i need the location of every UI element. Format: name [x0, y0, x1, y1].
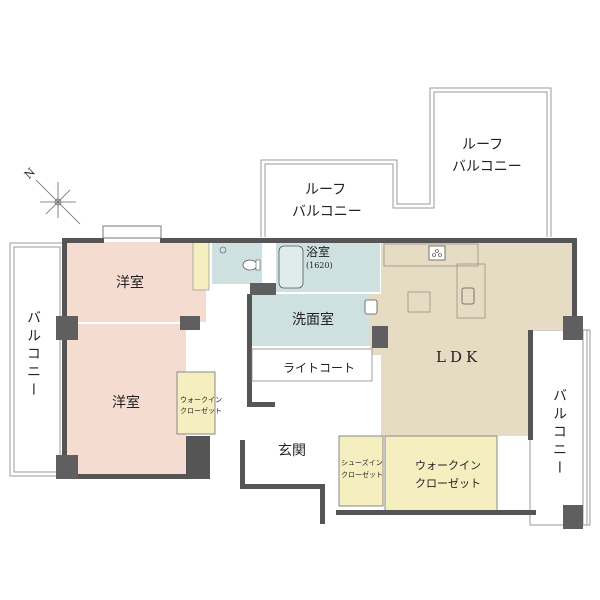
walk-in-closet-large-line1: ウォークイン — [415, 459, 481, 472]
walk-in-closet-large — [384, 435, 498, 515]
roof-balcony-right-line2: バルコニー — [452, 159, 522, 175]
stove-icon — [428, 245, 446, 261]
roof-balcony-outlines — [260, 87, 552, 237]
walls — [62, 238, 577, 524]
shoes-in-closet-line1: シューズイン — [341, 459, 383, 467]
roof-balcony-center-line1: ルーフ — [305, 182, 347, 198]
ldk — [370, 242, 572, 436]
kitchen-counters — [383, 243, 486, 319]
shoes-in-closet — [338, 435, 384, 507]
bathtub-icon — [278, 245, 304, 289]
pillars — [56, 283, 583, 529]
entrance-label: 玄関 — [278, 443, 306, 459]
roof-balcony-center-line2: バルコニー — [292, 204, 362, 220]
toilet-icon — [219, 246, 261, 271]
balcony-right-label: バルコニー — [551, 388, 567, 478]
balcony-left — [9, 242, 65, 477]
washroom-label: 洗面室 — [292, 312, 334, 328]
bathroom-size: (1620) — [306, 261, 333, 270]
closet-room-1 — [192, 241, 210, 291]
kitchen-sink-icon — [461, 287, 475, 305]
wash-basin-icon — [364, 299, 378, 315]
western-room-1-label: 洋室 — [116, 275, 144, 291]
balcony-left-label: バルコニー — [25, 310, 41, 400]
walk-in-closet-small — [176, 371, 216, 435]
light-court — [251, 348, 373, 382]
roof-balcony-right-line1: ルーフ — [462, 137, 504, 153]
light-court-label: ライトコート — [283, 361, 356, 375]
walk-in-closet-small-line1: ウォークイン — [180, 396, 222, 404]
compass-icon — [35, 179, 81, 225]
western-room-1 — [66, 242, 206, 322]
ldk-label: LDK — [436, 348, 482, 366]
walk-in-closet-small-line2: クローゼット — [180, 407, 222, 415]
shoes-in-closet-line2: クローゼット — [341, 471, 383, 479]
western-room-2 — [66, 324, 186, 474]
washroom — [250, 294, 380, 346]
balcony-right — [529, 329, 591, 526]
western-room-2-label: 洋室 — [112, 395, 140, 411]
walk-in-closet-large-line2: クローゼット — [415, 477, 481, 490]
bay-window — [102, 225, 162, 239]
bathroom-label: 浴室 — [306, 245, 331, 259]
